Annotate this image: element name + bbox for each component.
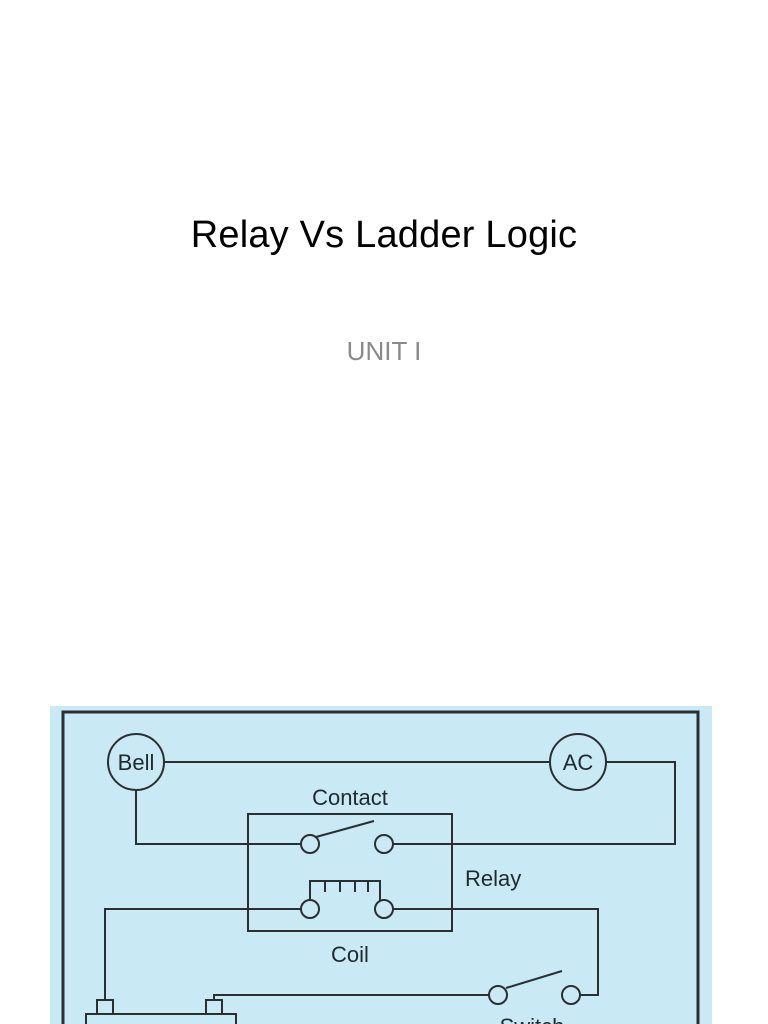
coil-element	[309, 880, 381, 902]
relay-circuit-diagram: Bell AC Contact Relay Coil Switch	[50, 706, 712, 1024]
wire-coil-left	[104, 908, 302, 1004]
coil-terminal-left	[300, 899, 320, 919]
wire-bell-contact	[135, 786, 302, 845]
slide-subtitle: UNIT I	[346, 336, 422, 366]
circuit-wires	[104, 761, 676, 1004]
switch-arm	[505, 970, 563, 989]
switch-terminal-left	[488, 985, 508, 1005]
switch-terminal-right	[561, 985, 581, 1005]
contact-terminal-right	[374, 834, 394, 854]
ac-source-symbol	[549, 733, 607, 791]
bell-label: Bell	[118, 750, 155, 775]
bell-symbol	[107, 733, 165, 791]
slide-title: Relay Vs Ladder Logic	[190, 214, 578, 256]
relay-label: Relay	[465, 866, 521, 891]
wire-ac-return	[392, 761, 676, 845]
battery-symbol	[85, 999, 237, 1024]
diagram-frame	[61, 710, 700, 1024]
switch-label: Switch	[500, 1014, 565, 1024]
coil-terminal-right	[374, 899, 394, 919]
contact-terminal-left	[300, 834, 320, 854]
ac-label: AC	[563, 750, 594, 775]
contact-arm	[315, 820, 375, 838]
wire-coil-right	[392, 908, 599, 996]
contact-label: Contact	[312, 785, 388, 810]
relay-box	[247, 813, 453, 932]
coil-label: Coil	[331, 942, 369, 967]
